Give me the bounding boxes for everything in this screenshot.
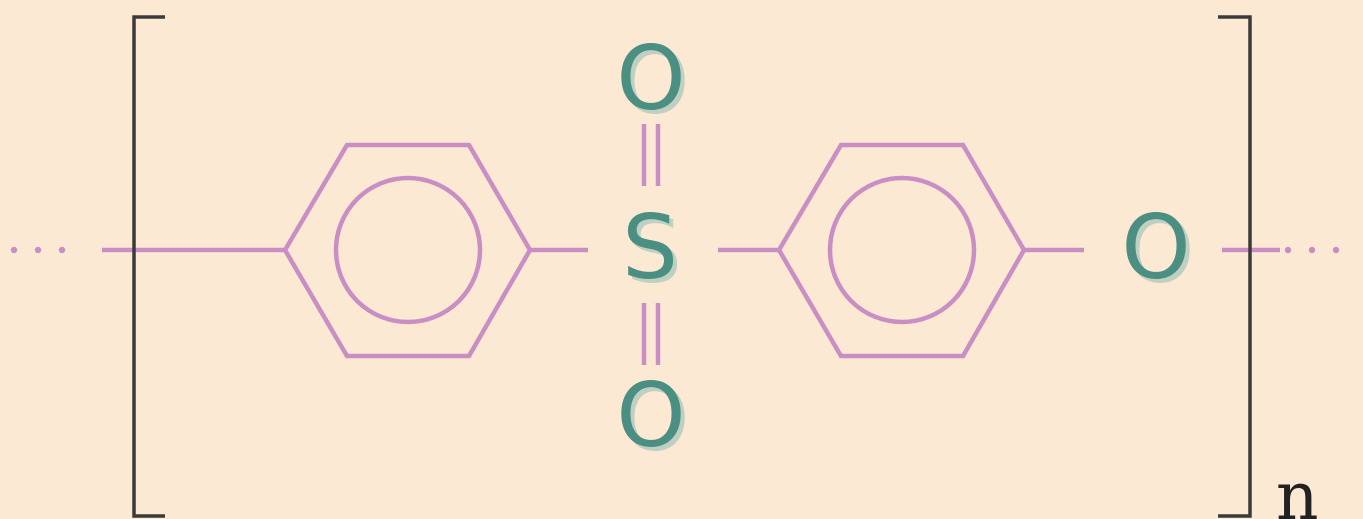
sulfur-shadow: S xyxy=(626,200,682,303)
repeat-subscript-n: n xyxy=(1276,458,1319,519)
left-continuation-dots xyxy=(10,246,66,254)
right-continuation-dots xyxy=(1284,246,1340,254)
right-bracket xyxy=(1218,15,1252,518)
dot xyxy=(1332,246,1340,254)
aromatic-circle-right xyxy=(827,175,977,325)
atoms: O S O O xyxy=(616,27,1190,467)
dot xyxy=(1284,246,1292,254)
dot xyxy=(34,246,42,254)
atom-oxygen-top: O xyxy=(616,27,685,130)
aromatic-circle-left xyxy=(333,175,483,325)
oxygen-ether-shadow: O xyxy=(1125,200,1194,303)
dot xyxy=(58,246,66,254)
repeat-brackets xyxy=(132,15,1252,518)
atom-oxygen-bottom: O xyxy=(616,364,685,467)
dot xyxy=(10,246,18,254)
atom-oxygen-ether: O xyxy=(1121,196,1190,299)
oxygen-top-shadow: O xyxy=(620,31,689,134)
left-bracket xyxy=(132,15,165,518)
dot xyxy=(1308,246,1316,254)
bonds xyxy=(102,124,1280,365)
atom-shadows: O S O O xyxy=(620,31,1194,471)
oxygen-bottom-shadow: O xyxy=(620,368,689,471)
atom-sulfur: S xyxy=(622,196,678,299)
